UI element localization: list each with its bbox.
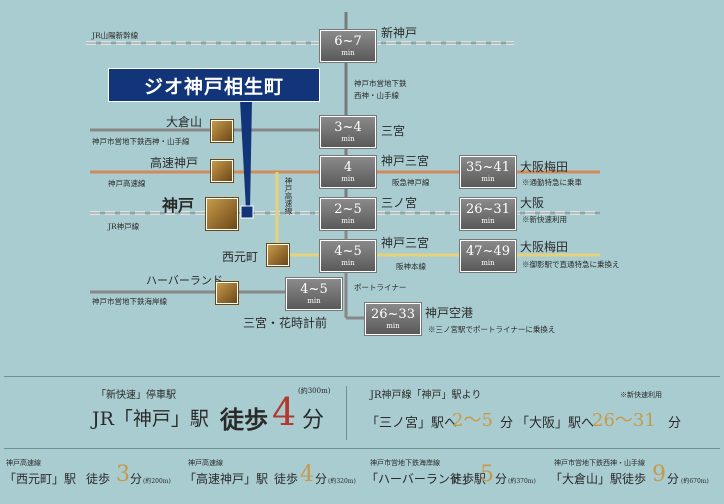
origin-kosoku-kobe-label: 高速神戸 [150, 156, 199, 170]
line-label-kosoku-vertical: 神戸高速線 [284, 177, 293, 215]
right-caption: JR神戸線「神戸」駅より [370, 390, 482, 401]
dest-osaka-jr: 大阪 [520, 196, 545, 210]
line-label-jr-kobe: JR神戸線 [108, 222, 140, 231]
right-osaka-label: 「大阪」駅へ [516, 416, 595, 431]
dest-shinkobe: 新神戸 [381, 26, 418, 40]
dest-kobe-sannomiya-hanshin: 神戸三宮 [381, 236, 430, 250]
dest-kobe-airport: 神戸空港 [425, 306, 474, 320]
main-walk-distance: (約300m) [298, 387, 331, 395]
dest-sannomiya-jr: 三ノ宮 [381, 196, 418, 210]
line-label-shinkansen: JR山陽新幹線 [92, 31, 139, 40]
main-walk-unit: 分 [302, 408, 325, 433]
main-caption: 「新快速」停車駅 [96, 390, 176, 401]
station-walk: 徒歩 [274, 472, 299, 486]
route-map: ジオ神戸相生町 JR山陽新幹線 神戸市営地下鉄西神・山手線 神戸高速線 JR神戸… [86, 12, 620, 336]
station-unit: 分 [667, 472, 680, 486]
origin-harborland-marker [215, 281, 239, 305]
station-minutes: 3 [116, 462, 130, 487]
line-label-subway-yamate: 神戸市営地下鉄西神・山手線 [92, 137, 190, 146]
right-sannomiya-unit: 分 [500, 416, 514, 431]
station-name: 「西元町」駅 [4, 472, 77, 486]
station-minutes: 9 [652, 462, 666, 487]
right-osaka-unit: 分 [668, 416, 682, 431]
origin-okurayama-marker [210, 119, 234, 143]
station-line: 神戸高速線 [188, 459, 223, 467]
line-label-subway-note2: 西神・山手線 [354, 91, 399, 100]
station-line: 神戸市営地下鉄西神・山手線 [554, 459, 645, 467]
note-osaka-umeda-hanshin: ※御影駅で直通特急に乗換え [522, 260, 620, 269]
station-unit: 分 [495, 472, 508, 486]
origin-okurayama-label: 大倉山 [166, 115, 203, 129]
station-minutes: 4 [300, 462, 314, 487]
divider-vertical [346, 386, 347, 440]
station-name: 「大倉山」駅 [550, 472, 623, 486]
origin-kobe-marker [205, 197, 239, 231]
right-sannomiya-label: 「三ノ宮」駅へ [366, 416, 458, 431]
note-osaka-umeda-hankyu: ※通勤特急に乗車 [522, 178, 582, 187]
origin-kobe-label: 神戸 [162, 196, 195, 215]
station-unit: 分 [130, 472, 143, 486]
site-marker [240, 205, 254, 219]
line-label-portliner: ポートライナー [354, 283, 407, 292]
station-walk: 徒歩 [450, 472, 475, 486]
dest-osaka-umeda-hanshin: 大阪梅田 [520, 240, 569, 254]
line-label-kaigan: 神戸市営地下鉄海岸線 [92, 297, 167, 306]
line-label-subway-note: 神戸市営地下鉄 [354, 79, 407, 88]
station-line: 神戸高速線 [6, 459, 41, 467]
main-walk-minutes: 4 [272, 390, 297, 434]
station-walk: 徒歩 [86, 472, 111, 486]
divider-middle [4, 448, 720, 449]
station-name: 「高速神戸」駅 [184, 472, 269, 486]
station-unit: 分 [315, 472, 328, 486]
line-label-hanshin: 阪神本線 [396, 262, 426, 271]
station-walk: 徒歩 [622, 472, 647, 486]
station-name: 「ハーバーランド」駅 [366, 472, 486, 486]
origin-kosoku-kobe-marker [210, 159, 234, 183]
station-line: 神戸市営地下鉄海岸線 [370, 459, 440, 467]
main-station: JR「神戸」駅 [92, 408, 209, 430]
right-osaka-time: 26～31 [592, 410, 656, 431]
title-pointer [240, 100, 252, 210]
station-minutes: 5 [480, 462, 494, 487]
dest-sannomiya-subway: 三宮 [381, 124, 406, 138]
note-osaka-jr: ※新快速利用 [522, 215, 567, 224]
access-summary: 「新快速」停車駅 JR「神戸」駅 徒歩 4 分 (約300m) JR神戸線「神戸… [0, 372, 724, 504]
main-walk-label: 徒歩 [220, 405, 268, 434]
property-title: ジオ神戸相生町 [108, 68, 320, 102]
right-sannomiya-time: 2～5 [452, 410, 493, 431]
station-distance: (約370m) [508, 478, 536, 485]
station-distance: (約670m) [681, 478, 709, 485]
origin-nishimotomachi-label: 西元町 [222, 250, 259, 264]
dest-kobe-sannomiya-hankyu: 神戸三宮 [381, 154, 430, 168]
origin-harborland-label: ハーバーランド [146, 274, 223, 287]
note-kobe-airport: ※三ノ宮駅でポートライナーに乗換え [428, 325, 556, 334]
station-distance: (約200m) [143, 478, 171, 485]
line-label-hankyu: 阪急神戸線 [392, 178, 430, 187]
dest-osaka-umeda-hankyu: 大阪梅田 [520, 160, 569, 174]
dest-hanadokei: 三宮・花時計前 [243, 316, 328, 330]
line-label-kosoku: 神戸高速線 [108, 179, 146, 188]
divider-top [4, 376, 720, 377]
right-note: ※新快速利用 [620, 391, 662, 399]
station-distance: (約320m) [328, 478, 356, 485]
origin-nishimotomachi-marker [266, 243, 290, 267]
